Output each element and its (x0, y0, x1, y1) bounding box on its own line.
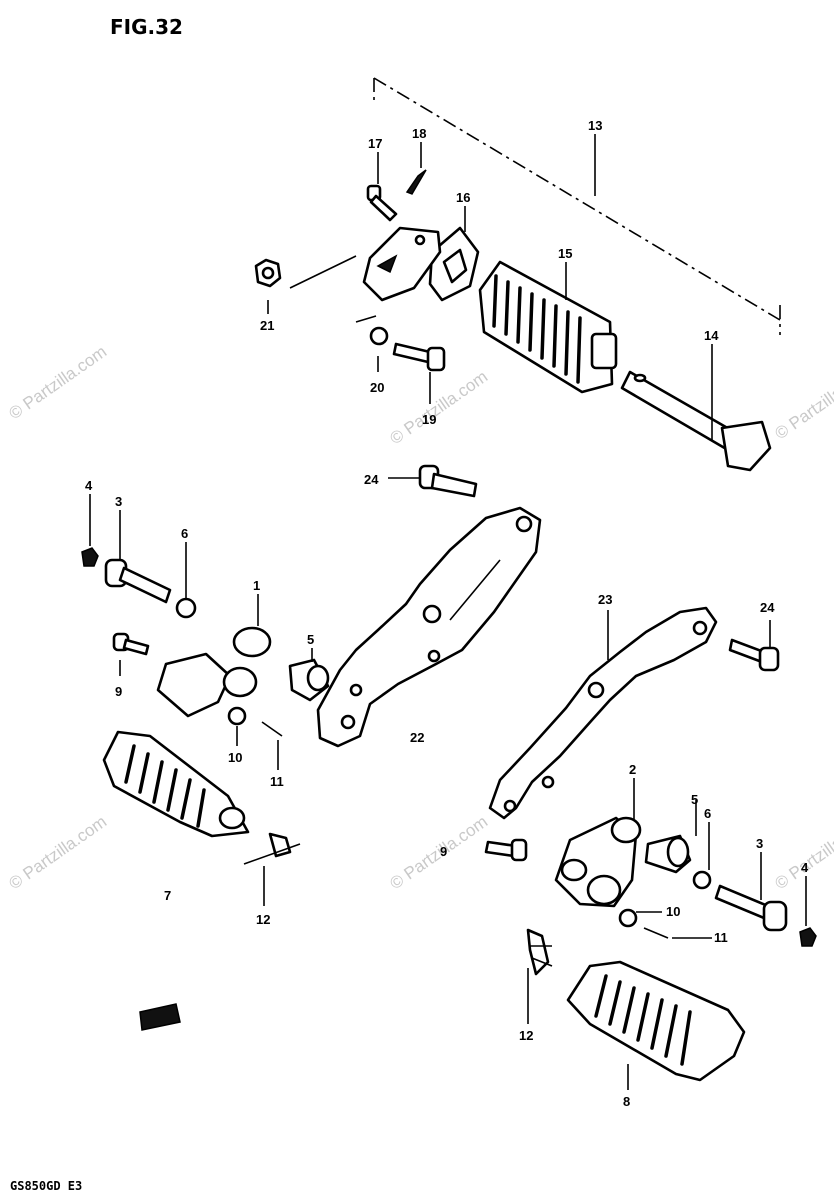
assembly-bracket-13 (373, 77, 781, 335)
part-9-pin (112, 632, 150, 656)
part-23-footrest-plate (488, 606, 718, 820)
callout-12-right: 12 (519, 1028, 533, 1043)
watermark: © Partzilla.com (386, 812, 491, 893)
part-21-nut (254, 258, 282, 288)
callout-18: 18 (412, 126, 426, 141)
part-11-pin (261, 721, 283, 737)
part-8-footrest-rubber (566, 960, 746, 1082)
part-17-bolt (366, 184, 398, 222)
figure-title: FIG.32 (110, 15, 183, 39)
part-15-footrest-rubber (478, 260, 618, 394)
callout-4-right: 4 (801, 860, 809, 875)
part-16-gasket (428, 226, 480, 302)
callout-1: 1 (253, 578, 260, 593)
part-5-collar-right (644, 834, 692, 874)
callout-8: 8 (623, 1094, 630, 1109)
part-14-footrest-pin (620, 370, 772, 472)
watermark: © Partzilla.com (771, 812, 834, 893)
part-22-footrest-plate (316, 506, 542, 748)
callout-10-right: 10 (666, 904, 680, 919)
watermark: © Partzilla.com (386, 367, 491, 448)
leader (355, 315, 377, 323)
watermark: © Partzilla.com (5, 812, 110, 893)
part-10-washer-right (618, 908, 638, 928)
part-3-bolt-right (714, 884, 788, 932)
callout-2: 2 (629, 762, 636, 777)
part-4-nut (81, 547, 99, 567)
callout-6-right: 6 (704, 806, 711, 821)
misc-mark (139, 1003, 181, 1031)
part-1-bracket (156, 626, 272, 718)
footrest-bracket (362, 226, 442, 302)
part-11-pin-right (643, 927, 669, 939)
callout-12-left: 12 (256, 912, 270, 927)
part-9-pin-right (484, 838, 528, 862)
part-18-pin (405, 169, 427, 195)
callouts: 13 17 18 16 15 21 14 20 19 24 4 3 6 1 5 … (85, 118, 809, 1109)
callout-14: 14 (704, 328, 719, 343)
part-7-footrest-rubber (102, 730, 250, 838)
model-label: GS850GD E3 (10, 1179, 82, 1193)
part-19-bolt (392, 342, 446, 372)
callout-11-left: 11 (270, 774, 284, 789)
part-6-washer (175, 597, 197, 619)
callout-23: 23 (598, 592, 612, 607)
callout-leaders (89, 134, 807, 1090)
callout-19: 19 (422, 412, 436, 427)
callout-3-left: 3 (115, 494, 122, 509)
callout-5-left: 5 (307, 632, 314, 647)
callout-6-left: 6 (181, 526, 188, 541)
callout-13: 13 (588, 118, 602, 133)
part-2-bracket (554, 816, 642, 908)
callout-3-right: 3 (756, 836, 763, 851)
callout-17: 17 (368, 136, 382, 151)
part-24-bolt-right (728, 638, 780, 672)
part-6-washer-right (692, 870, 712, 890)
part-12-spring-right (526, 928, 553, 976)
callout-4-left: 4 (85, 478, 93, 493)
part-5-collar (288, 658, 330, 702)
part-24-bolt-upper (418, 464, 478, 498)
callout-9-right: 9 (440, 844, 447, 859)
part-3-bolt (104, 558, 172, 604)
part-4-nut-right (799, 927, 817, 947)
callout-7: 7 (164, 888, 171, 903)
watermark: © Partzilla.com (5, 342, 110, 423)
callout-11-right: 11 (714, 930, 728, 945)
callout-5-right: 5 (691, 792, 698, 807)
part-12-spring-left (243, 832, 301, 865)
callout-9-left: 9 (115, 684, 122, 699)
callout-24-right: 24 (760, 600, 775, 615)
callout-10-left: 10 (228, 750, 242, 765)
callout-22: 22 (410, 730, 424, 745)
callout-24-upper: 24 (364, 472, 379, 487)
part-10-washer (227, 706, 247, 726)
leader (289, 255, 357, 289)
callout-15: 15 (558, 246, 572, 261)
callout-16: 16 (456, 190, 470, 205)
watermark: © Partzilla.com (771, 362, 834, 443)
callout-21: 21 (260, 318, 274, 333)
part-20-washer (369, 326, 389, 346)
callout-20: 20 (370, 380, 384, 395)
